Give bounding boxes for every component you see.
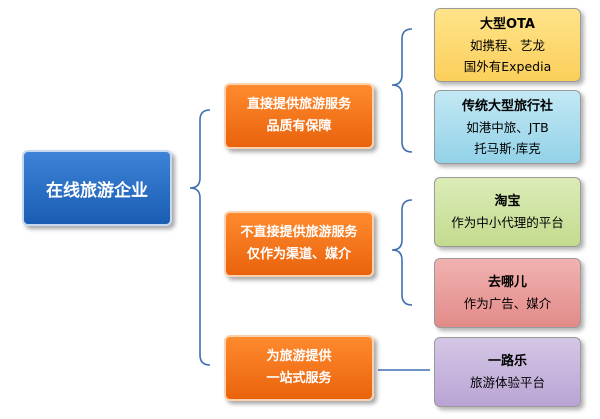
leaf-line: 托马斯·库克 xyxy=(474,140,541,156)
category-line: 直接提供旅游服务 xyxy=(246,97,351,112)
leaf-line: 如携程、艺龙 xyxy=(469,37,545,53)
leaf-yilule: 一路乐 旅游体验平台 xyxy=(434,337,581,407)
leaf-title: 传统大型旅行社 xyxy=(461,98,553,114)
category-line: 为旅游提供 xyxy=(266,349,332,364)
leaf-title: 去哪儿 xyxy=(487,275,527,290)
category-line: 一站式服务 xyxy=(266,371,332,386)
leaf-title: 淘宝 xyxy=(494,194,521,209)
leaf-line: 作为广告、媒介 xyxy=(463,296,552,311)
leaf-line: 如港中旅、JTB xyxy=(466,119,549,135)
leaf-title: 一路乐 xyxy=(487,354,527,369)
category-channel-media: 不直接提供旅游服务 仅作为渠道、媒介 xyxy=(224,211,374,277)
category-line: 不直接提供旅游服务 xyxy=(240,225,358,240)
category-1-brace xyxy=(391,28,413,153)
leaf-traditional-agency: 传统大型旅行社 如港中旅、JTB 托马斯·库克 xyxy=(434,90,581,164)
leaf-line: 旅游体验平台 xyxy=(469,375,545,390)
category-2-brace xyxy=(391,199,413,306)
category-line: 仅作为渠道、媒介 xyxy=(246,247,351,262)
leaf-title: 大型OTA xyxy=(480,16,535,32)
leaf-line: 作为中小代理的平台 xyxy=(451,215,564,230)
category-line: 品质有保障 xyxy=(266,119,332,134)
leaf-large-ota: 大型OTA 如携程、艺龙 国外有Expedia xyxy=(434,8,581,82)
root-brace xyxy=(189,109,211,366)
root-node: 在线旅游企业 xyxy=(22,150,172,226)
category-direct-service: 直接提供旅游服务 品质有保障 xyxy=(224,83,374,149)
category-one-stop-service: 为旅游提供 一站式服务 xyxy=(224,335,374,401)
root-label: 在线旅游企业 xyxy=(46,180,148,201)
leaf-qunar: 去哪儿 作为广告、媒介 xyxy=(434,258,581,328)
leaf-taobao: 淘宝 作为中小代理的平台 xyxy=(434,177,581,247)
leaf-line: 国外有Expedia xyxy=(463,58,552,74)
